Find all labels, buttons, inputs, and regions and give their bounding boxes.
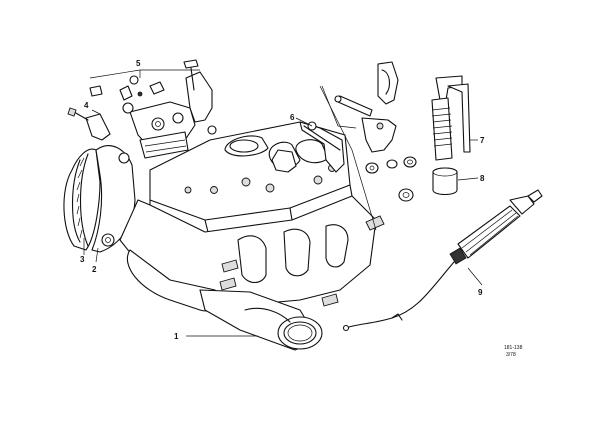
- callout-7: 7: [480, 136, 485, 145]
- ref-date: 3/78: [506, 352, 516, 358]
- callout-6: 6: [290, 113, 295, 122]
- intake-tube-part-1: [199, 289, 323, 351]
- callout-9: 9: [478, 288, 483, 297]
- leader-lines: [83, 69, 483, 337]
- reference-stamp: 181-138 3/78: [504, 345, 523, 358]
- callout-labels: 1 2 3 4 5 6 7 8 9: [80, 59, 485, 341]
- callout-4: 4: [84, 101, 89, 110]
- callout-8: 8: [480, 174, 485, 183]
- choke-cable-part-9: [342, 189, 543, 332]
- callout-3: 3: [80, 255, 85, 264]
- ref-code: 181-138: [504, 345, 523, 351]
- control-linkage-parts: [299, 61, 471, 202]
- callout-1: 1: [174, 332, 179, 341]
- callout-2: 2: [92, 265, 97, 274]
- cylinder-head-block: [119, 121, 385, 312]
- timing-chain-assembly: [63, 145, 136, 253]
- callout-5: 5: [136, 59, 141, 68]
- rocker-bracket-assembly: [67, 59, 217, 159]
